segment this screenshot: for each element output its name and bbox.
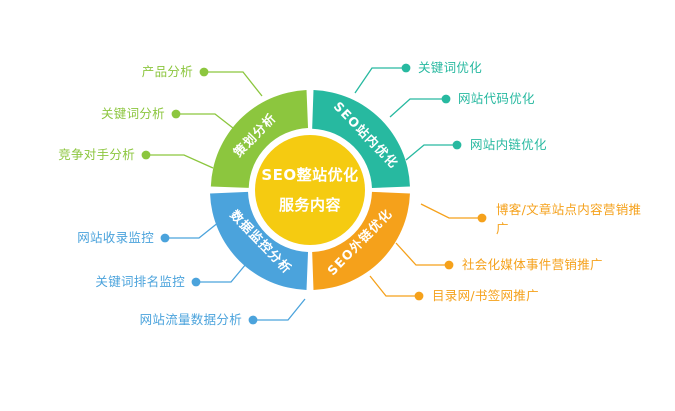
connector-line-rank-monitoring [196, 263, 247, 283]
connector-line-traffic-analysis [253, 298, 306, 321]
connector-dot-keyword-analysis [171, 109, 181, 119]
leaf-label-code-optimization[interactable]: 网站代码优化 [458, 91, 535, 106]
connector-dot-index-monitoring [160, 233, 170, 243]
connector-dot-keyword-optimization [401, 63, 411, 73]
center-title-line1: SEO整站优化 [261, 166, 358, 184]
connector-dot-rank-monitoring [191, 277, 201, 287]
leaf-label-internal-link-optimization[interactable]: 网站内链优化 [470, 137, 547, 152]
connector-dots-planning [141, 67, 209, 160]
donut-ring [210, 90, 410, 290]
leaf-label-directory-bookmark-promotion[interactable]: 目录网/书签网推广 [432, 288, 539, 303]
leaf-label-rank-monitoring[interactable]: 关键词排名监控 [95, 274, 185, 289]
leaf-label-product-analysis[interactable]: 产品分析 [141, 64, 193, 79]
ring-segment-offsite-optimization[interactable] [312, 191, 410, 290]
leaf-label-keyword-optimization[interactable]: 关键词优化 [418, 60, 483, 75]
ring-segment-onsite-optimization[interactable] [312, 90, 410, 189]
leaf-label-keyword-analysis[interactable]: 关键词分析 [100, 106, 165, 121]
connectors-planning [146, 71, 263, 169]
connector-dot-social-media-marketing [444, 260, 454, 270]
connectors-monitoring [165, 221, 306, 321]
connector-line-social-media-marketing [395, 242, 449, 266]
connector-line-directory-bookmark-promotion [369, 275, 419, 297]
center-title-line2: 服务内容 [279, 196, 341, 214]
connectors-onsite [354, 67, 457, 161]
connector-dots-monitoring [160, 233, 258, 325]
connector-line-code-optimization [389, 98, 446, 118]
connector-line-product-analysis [204, 71, 263, 97]
connector-line-keyword-analysis [176, 113, 234, 129]
connector-dot-internal-link-optimization [452, 140, 462, 150]
leaf-label-traffic-analysis[interactable]: 网站流量数据分析 [139, 312, 242, 327]
center-circle [255, 135, 365, 245]
connector-dots-onsite [401, 63, 462, 150]
leaf-label-blog-marketing[interactable]: 博客/文章站点内容营销推广 [496, 202, 642, 236]
connector-dot-blog-marketing [477, 213, 487, 223]
connector-dot-traffic-analysis [248, 315, 258, 325]
connector-dot-competitor-analysis [141, 150, 151, 160]
leaf-label-social-media-marketing[interactable]: 社会化媒体事件营销推广 [462, 257, 603, 272]
leaf-label-index-monitoring[interactable]: 网站收录监控 [77, 230, 154, 245]
connector-line-blog-marketing [420, 203, 482, 219]
connectors-offsite [369, 203, 482, 297]
connector-dots-offsite [414, 213, 487, 301]
ring-segment-data-monitoring[interactable] [210, 191, 309, 290]
connector-line-keyword-optimization [354, 67, 406, 94]
connector-dot-directory-bookmark-promotion [414, 291, 424, 301]
connector-line-index-monitoring [165, 221, 220, 239]
leaf-label-competitor-analysis[interactable]: 竞争对手分析 [58, 147, 135, 162]
ring-segment-planning-analysis[interactable] [210, 90, 309, 188]
connector-line-competitor-analysis [146, 154, 214, 169]
connector-line-internal-link-optimization [405, 144, 457, 161]
connector-dot-code-optimization [441, 94, 451, 104]
connector-dot-product-analysis [199, 67, 209, 77]
